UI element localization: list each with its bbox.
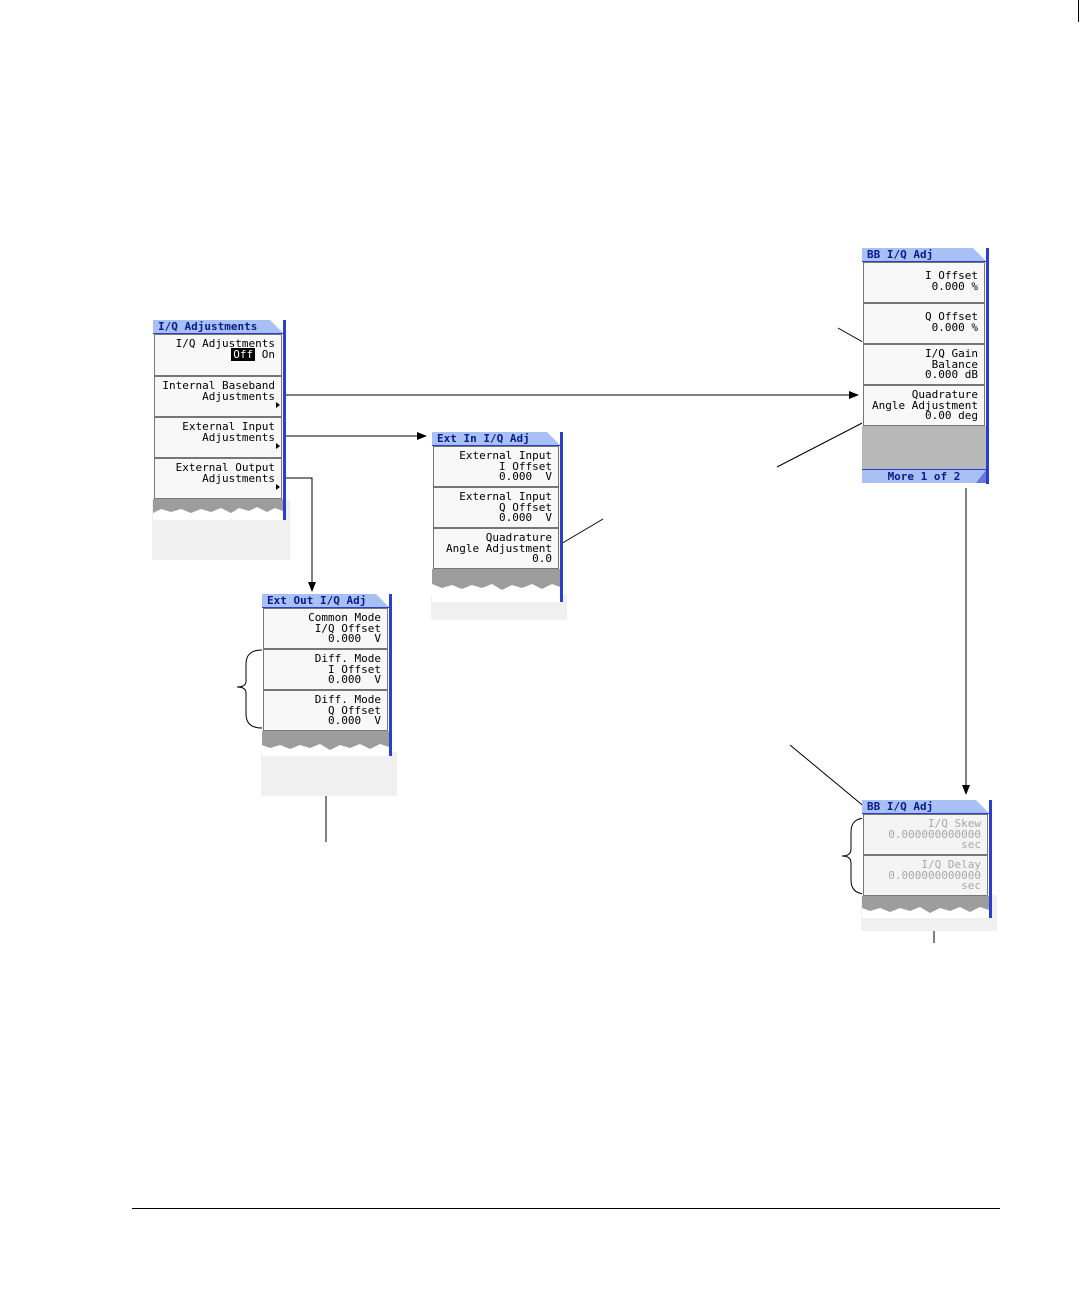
key-value: 0.000 dB: [925, 368, 978, 381]
iq-adjustments-menu: I/Q Adjustments I/Q Adjustments Off On I…: [153, 320, 286, 520]
key-label: Internal Baseband: [162, 379, 275, 392]
menu-title: I/Q Adjustments: [153, 320, 283, 334]
diff-mode-i-offset-key[interactable]: Diff. Mode I Offset 0.000 V: [263, 649, 388, 690]
key-label: I Offset: [925, 269, 978, 282]
menu-title: BB I/Q Adj: [862, 800, 989, 814]
brace-diff-mode: [236, 649, 263, 729]
key-value: 0.000 %: [931, 320, 978, 334]
key-value: 0.000000000000: [888, 827, 981, 841]
key-label: Q Offset: [499, 500, 552, 514]
iq-delay-key[interactable]: I/Q Delay 0.000000000000 sec: [863, 855, 988, 896]
key-label: External Input: [182, 420, 275, 433]
key-label: I/Q Offset: [314, 621, 381, 635]
iq-skew-key[interactable]: I/Q Skew 0.000000000000 sec: [863, 814, 988, 855]
callout-bb-quadrature: [776, 419, 869, 468]
key-label: I Offset: [328, 662, 381, 676]
key-label: Quadrature: [911, 388, 978, 401]
menu-title: Ext Out I/Q Adj: [262, 594, 389, 608]
bb-iq-adj-menu-page2: BB I/Q Adj I/Q Skew 0.000000000000 sec I…: [862, 800, 992, 918]
ext-in-iq-adj-menu: Ext In I/Q Adj External Input I Offset 0…: [432, 432, 563, 602]
key-label: Balance: [931, 357, 978, 371]
submenu-arrow-icon: [276, 402, 280, 408]
key-value: 0.000 V: [328, 632, 381, 645]
key-label: External Input: [459, 490, 552, 503]
iq-gain-balance-key[interactable]: I/Q Gain Balance 0.000 dB: [863, 344, 985, 385]
key-label: I/Q Adjustments: [175, 337, 275, 350]
key-label: I/Q Delay: [921, 858, 981, 871]
ext-in-quadrature-key[interactable]: Quadrature Angle Adjustment 0.0: [433, 528, 559, 569]
key-label: Q Offset: [328, 703, 381, 717]
key-label: Adjustments: [202, 389, 275, 403]
internal-baseband-key[interactable]: Internal Baseband Adjustments: [154, 376, 282, 417]
key-label: Angle Adjustment: [446, 541, 552, 555]
key-label: Angle Adjustment: [872, 398, 978, 412]
toggle-off: Off: [231, 347, 256, 361]
common-mode-offset-key[interactable]: Common Mode I/Q Offset 0.000 V: [263, 608, 388, 649]
submenu-arrow-icon: [276, 443, 280, 449]
bb-quadrature-key[interactable]: Quadrature Angle Adjustment 0.00 deg: [863, 385, 985, 426]
torn-edge: [153, 499, 283, 513]
ext-in-i-offset-key[interactable]: External Input I Offset 0.000 V: [433, 446, 559, 487]
key-label: External Input: [459, 449, 552, 462]
key-value: 0.000 V: [499, 470, 552, 483]
diff-mode-q-offset-key[interactable]: Diff. Mode Q Offset 0.000 V: [263, 690, 388, 731]
key-label: Common Mode: [308, 611, 381, 624]
bb-iq-adj-menu-page1: BB I/Q Adj I Offset 0.000 % Q Offset 0.0…: [862, 248, 989, 484]
key-label: Diff. Mode: [314, 693, 381, 706]
i-offset-key[interactable]: I Offset 0.000 %: [863, 262, 985, 303]
external-input-key[interactable]: External Input Adjustments: [154, 417, 282, 458]
key-value: 0.000000000000: [888, 868, 981, 882]
iq-adjustments-toggle-key[interactable]: I/Q Adjustments Off On: [154, 334, 282, 376]
submenu-arrow-icon: [276, 484, 280, 490]
key-label: Diff. Mode: [314, 652, 381, 665]
key-value: 0.000 %: [931, 279, 978, 293]
empty-softkey-area: [862, 426, 986, 469]
torn-edge: [262, 731, 389, 750]
key-label: Adjustments: [202, 471, 275, 485]
footer-rule: [132, 1208, 1000, 1209]
ext-out-iq-adj-menu: Ext Out I/Q Adj Common Mode I/Q Offset 0…: [262, 594, 392, 756]
key-unit: sec: [961, 879, 981, 892]
key-value: 0.000 V: [499, 511, 552, 524]
key-label: I Offset: [499, 459, 552, 473]
key-label: External Output: [175, 461, 275, 474]
key-label: Q Offset: [925, 310, 978, 323]
page-edge-rule: [1078, 0, 1079, 22]
key-label: Quadrature: [485, 531, 552, 544]
more-page-indicator[interactable]: More 1 of 2: [862, 469, 986, 483]
q-offset-key[interactable]: Q Offset 0.000 %: [863, 303, 985, 344]
menu-title: Ext In I/Q Adj: [432, 432, 560, 446]
torn-edge: [862, 896, 989, 913]
key-value: 0.000 V: [328, 714, 381, 727]
key-value: 0.00 deg: [925, 409, 978, 422]
menu-shadow: [261, 752, 397, 796]
key-label: I/Q Gain: [925, 347, 978, 360]
torn-edge: [432, 569, 560, 590]
key-label: I/Q Skew: [928, 817, 981, 830]
key-label: Adjustments: [202, 430, 275, 444]
key-unit: sec: [961, 838, 981, 851]
menu-title: BB I/Q Adj: [862, 248, 986, 262]
ext-in-q-offset-key[interactable]: External Input Q Offset 0.000 V: [433, 487, 559, 528]
key-value: 0.0: [532, 552, 552, 565]
key-value: 0.000 V: [328, 673, 381, 686]
toggle-on: On: [261, 347, 275, 361]
external-output-key[interactable]: External Output Adjustments: [154, 458, 282, 499]
